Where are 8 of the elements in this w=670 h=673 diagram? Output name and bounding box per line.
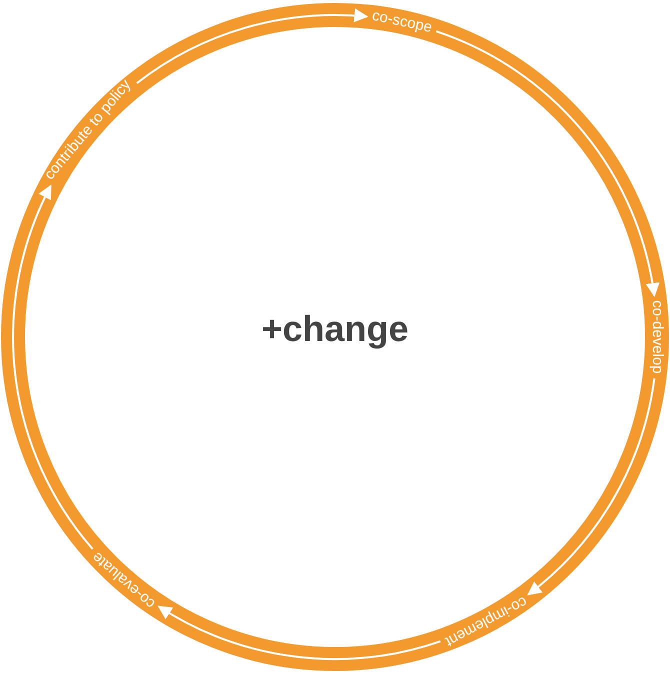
center-label: +change: [262, 308, 409, 350]
arrow: [136, 9, 368, 84]
stage-label: co-scope: [370, 8, 434, 36]
arrow: [436, 30, 659, 297]
stage-label: co-develop: [649, 300, 665, 374]
arrow: [12, 184, 94, 550]
arrow: [158, 606, 441, 660]
arrow: [527, 378, 656, 596]
